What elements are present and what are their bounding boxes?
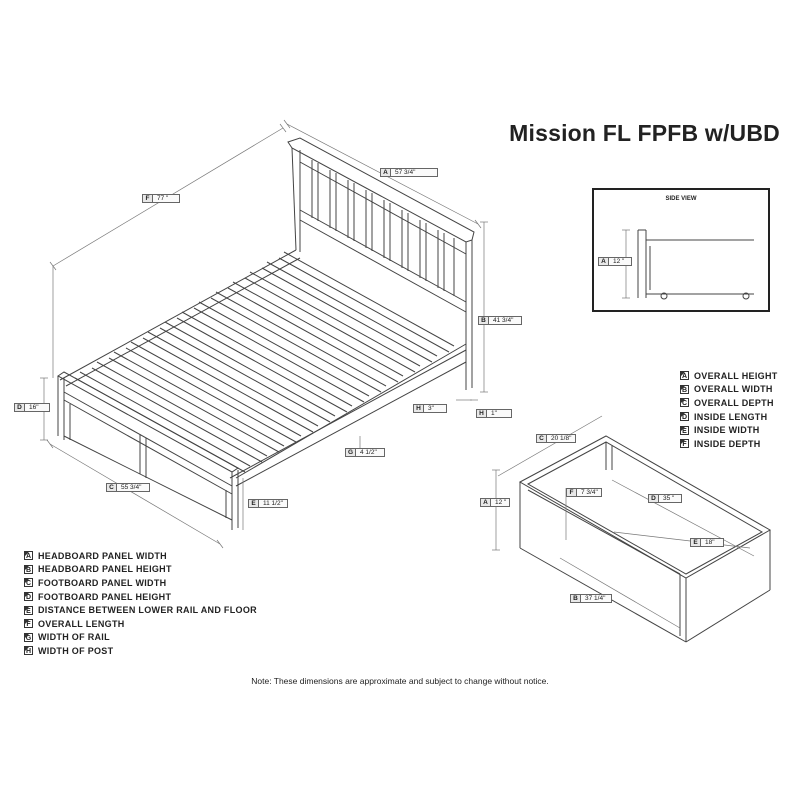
headboard xyxy=(287,137,475,390)
side-view-panel: SIDE VIEW xyxy=(592,188,770,312)
diagram-title: Mission FL FPFB w/UBD xyxy=(509,120,780,146)
side-view-title: SIDE VIEW xyxy=(665,196,697,202)
side-view-drawing xyxy=(622,229,754,300)
footboard xyxy=(57,371,239,530)
disclaimer-note: Note: These dimensions are approximate a… xyxy=(251,676,549,686)
side-rails xyxy=(59,249,467,487)
